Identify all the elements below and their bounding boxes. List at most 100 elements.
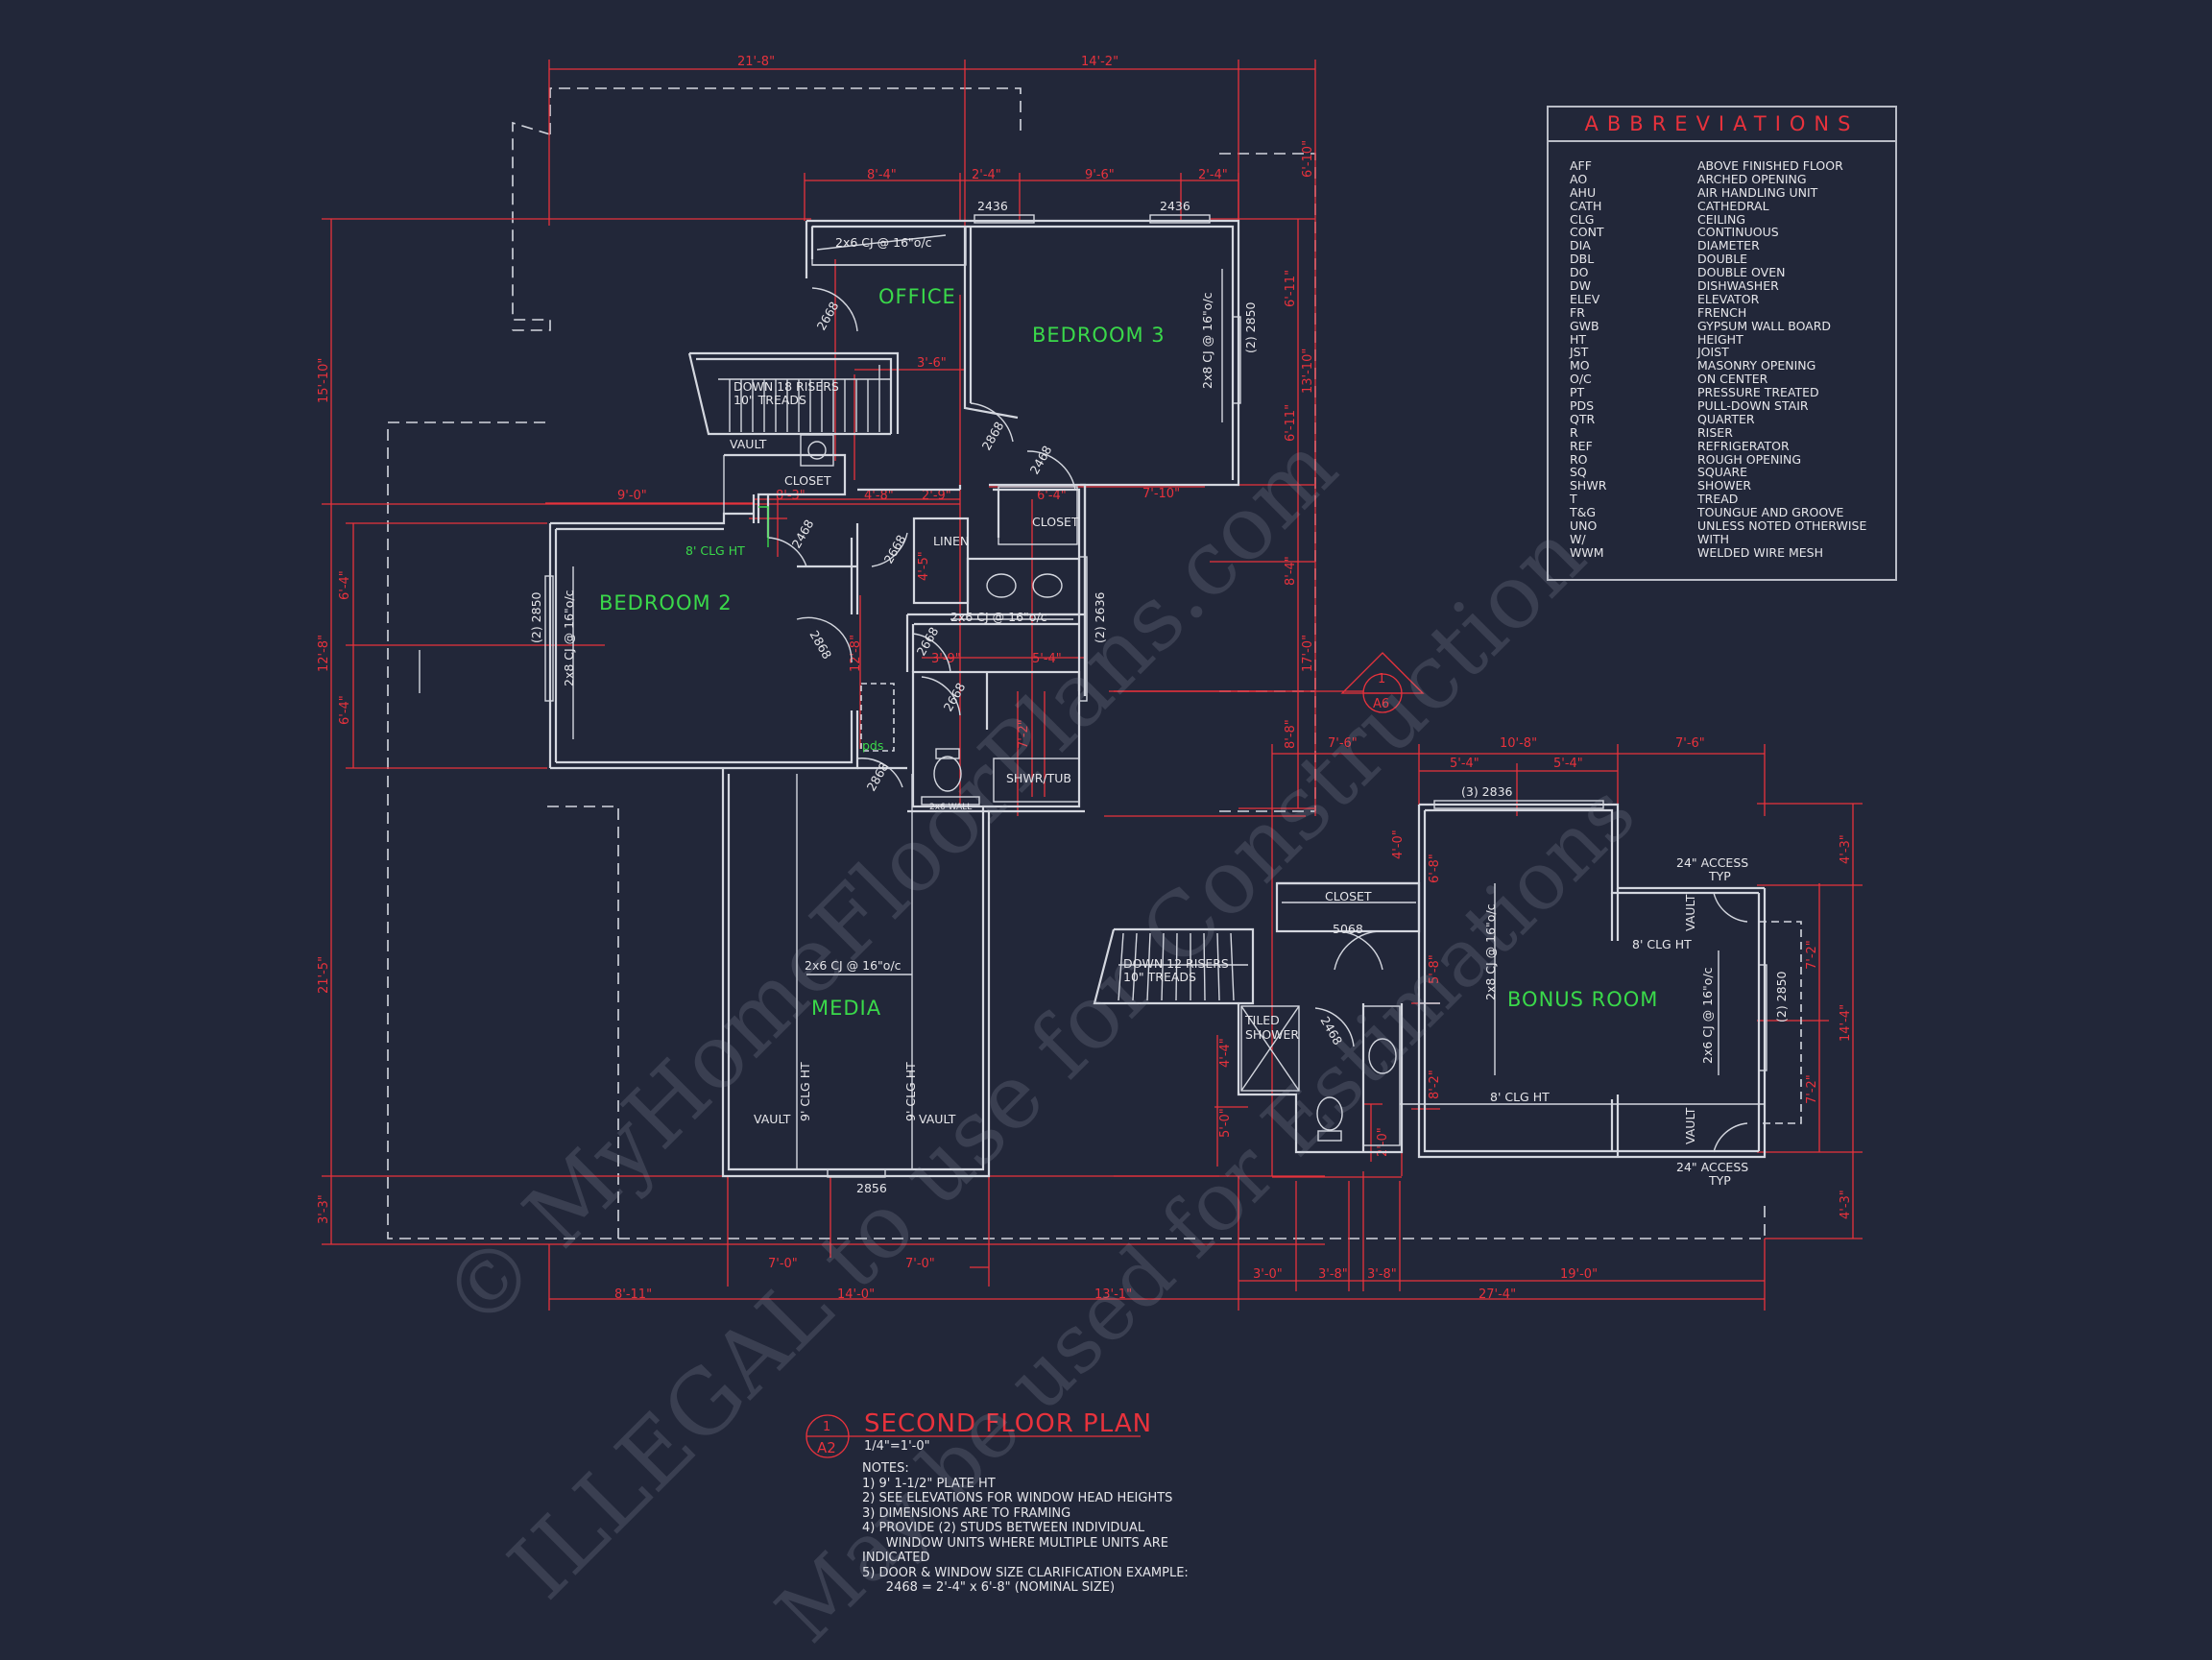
abbreviation-meaning: ELEVATOR [1697, 291, 1760, 306]
plan-title: SECOND FLOOR PLAN [864, 1409, 1153, 1438]
dim-text: 2'-4" [972, 168, 1001, 182]
plan-notes: NOTES: 1) 9' 1-1/2" PLATE HT 2) SEE ELEV… [862, 1461, 1189, 1596]
window-label: (2) 2850 [1774, 971, 1789, 1022]
dim-text: 8'-4" [867, 168, 897, 182]
vault-label: VAULT [730, 437, 767, 451]
window-label: (2) 2850 [1243, 301, 1258, 353]
dim-text: 4'-3" [1839, 1190, 1853, 1219]
closet-label: CLOSET [784, 473, 831, 488]
abbreviation-meaning: MASONRY OPENING [1697, 358, 1816, 373]
joist-label: 2x8 CJ @ 16"o/c [1200, 292, 1214, 389]
window-label: (3) 2836 [1461, 784, 1513, 799]
abbreviation-code: PT [1570, 385, 1585, 400]
abbreviation-code: HT [1570, 331, 1587, 347]
dim-text: 7'-6" [1675, 736, 1705, 751]
note-line: 4) PROVIDE (2) STUDS BETWEEN INDIVIDUAL [862, 1521, 1145, 1535]
dim-text: 8'-8" [1284, 719, 1298, 749]
abbreviation-meaning: SQUARE [1697, 465, 1748, 480]
dim-text: 7'-0" [905, 1257, 935, 1271]
abbreviation-code: AHU [1570, 184, 1597, 200]
abbreviation-code: AFF [1570, 158, 1592, 173]
dim-text: 2'-4" [1198, 168, 1228, 182]
ceiling-height-label: 9' CLG HT [798, 1062, 812, 1121]
note-line: WINDOW UNITS WHERE MULTIPLE UNITS ARE [862, 1535, 1168, 1551]
ceiling-height-label: 8' CLG HT [685, 543, 745, 558]
abbreviation-meaning: PRESSURE TREATED [1697, 385, 1819, 400]
dim-text: 9'-6" [1085, 168, 1115, 182]
closet-label: CLOSET [1032, 515, 1079, 529]
abbreviation-meaning: CEILING [1697, 211, 1745, 227]
note-line: 3) DIMENSIONS ARE TO FRAMING [862, 1505, 1071, 1521]
abbreviation-meaning: JOIST [1697, 345, 1729, 360]
dim-text: 3'-6" [917, 356, 947, 371]
door-label: 2668 [814, 299, 842, 332]
ceiling-joist-arrows [572, 234, 1719, 1075]
dim-text: 8'-3" [776, 489, 805, 503]
dim-text: 13'-1" [1094, 1287, 1132, 1302]
abbreviation-row: AFF ABOVE FINISHED FLOOR [1570, 159, 1895, 173]
dim-text: 6'-11" [1284, 404, 1298, 442]
abbreviation-meaning: DOUBLE OVEN [1697, 265, 1786, 280]
dim-text: 6'-4" [1037, 489, 1067, 503]
abbreviation-code: CATH [1570, 198, 1602, 213]
dim-text: 5'-4" [1553, 757, 1583, 771]
title-block-graphic: 1 A2 [805, 1414, 1141, 1458]
ceiling-height-label: 9' CLG HT [903, 1062, 918, 1121]
dim-text: 6'-4" [338, 570, 352, 600]
dim-text: 14'-2" [1081, 55, 1118, 69]
abbreviation-code: JST [1570, 345, 1589, 360]
abbreviation-meaning: REFRIGERATOR [1697, 438, 1790, 453]
joist-label: 2x8 CJ @ 16"o/c [562, 589, 576, 686]
door-label: 2468 [1027, 443, 1055, 476]
dim-text: 15'-10" [317, 358, 331, 403]
abbreviation-meaning: SHOWER [1697, 478, 1752, 493]
title-block-sheet: A2 [817, 1439, 836, 1456]
dim-text: 3'-0" [1253, 1267, 1283, 1282]
dim-text: 10'-8" [1500, 736, 1537, 751]
abbreviation-code: R [1570, 424, 1578, 440]
dim-text: 21'-8" [737, 55, 775, 69]
stair-label: 10" TREADS [733, 393, 806, 407]
dim-text: 7'-2" [1805, 940, 1819, 970]
abbreviation-row: MO MASONRY OPENING [1570, 359, 1895, 373]
abbreviation-meaning: QUARTER [1697, 411, 1755, 426]
section-marker: 1 A6 [1114, 652, 1425, 713]
abbreviation-code: CLG [1570, 211, 1595, 227]
linen-label: LINEN [933, 534, 969, 548]
note-line: 1) 9' 1-1/2" PLATE HT [862, 1476, 996, 1491]
abbreviation-code: AO [1570, 171, 1588, 186]
closet-label: CLOSET [1325, 889, 1372, 903]
dim-text: 3'-8" [1318, 1267, 1348, 1282]
dimension-text: 21'-8" 14'-2" 8'-4" 2'-4" 9'-6" 2'-4" 15… [317, 55, 1853, 1302]
note-line: 5) DOOR & WINDOW SIZE CLARIFICATION EXAM… [862, 1565, 1189, 1580]
abbreviation-meaning: ROUGH OPENING [1697, 451, 1802, 467]
door-label: 2668 [881, 532, 909, 565]
door-label: 2468 [789, 517, 817, 550]
abbreviation-code: MO [1570, 358, 1590, 373]
dim-text: 3'-3" [317, 1194, 331, 1224]
dim-text: 5'-4" [1032, 652, 1062, 666]
dim-text: 5'-0" [1218, 1108, 1233, 1138]
dim-text: 7'-6" [1328, 736, 1358, 751]
door-label: 2868 [806, 628, 834, 662]
joist-label: 2x6 CJ @ 16"o/c [950, 610, 1047, 624]
dim-text: 8'-2" [1428, 1070, 1442, 1099]
room-bedroom3: BEDROOM 3 [1032, 324, 1166, 347]
dim-text: 3'-9" [931, 652, 961, 666]
ceiling-height-label: 8' CLG HT [1490, 1090, 1550, 1104]
abbreviation-meaning: ABOVE FINISHED FLOOR [1697, 158, 1843, 173]
abbreviation-meaning: TREAD [1697, 492, 1739, 507]
dim-text: 12'-8" [317, 635, 331, 672]
